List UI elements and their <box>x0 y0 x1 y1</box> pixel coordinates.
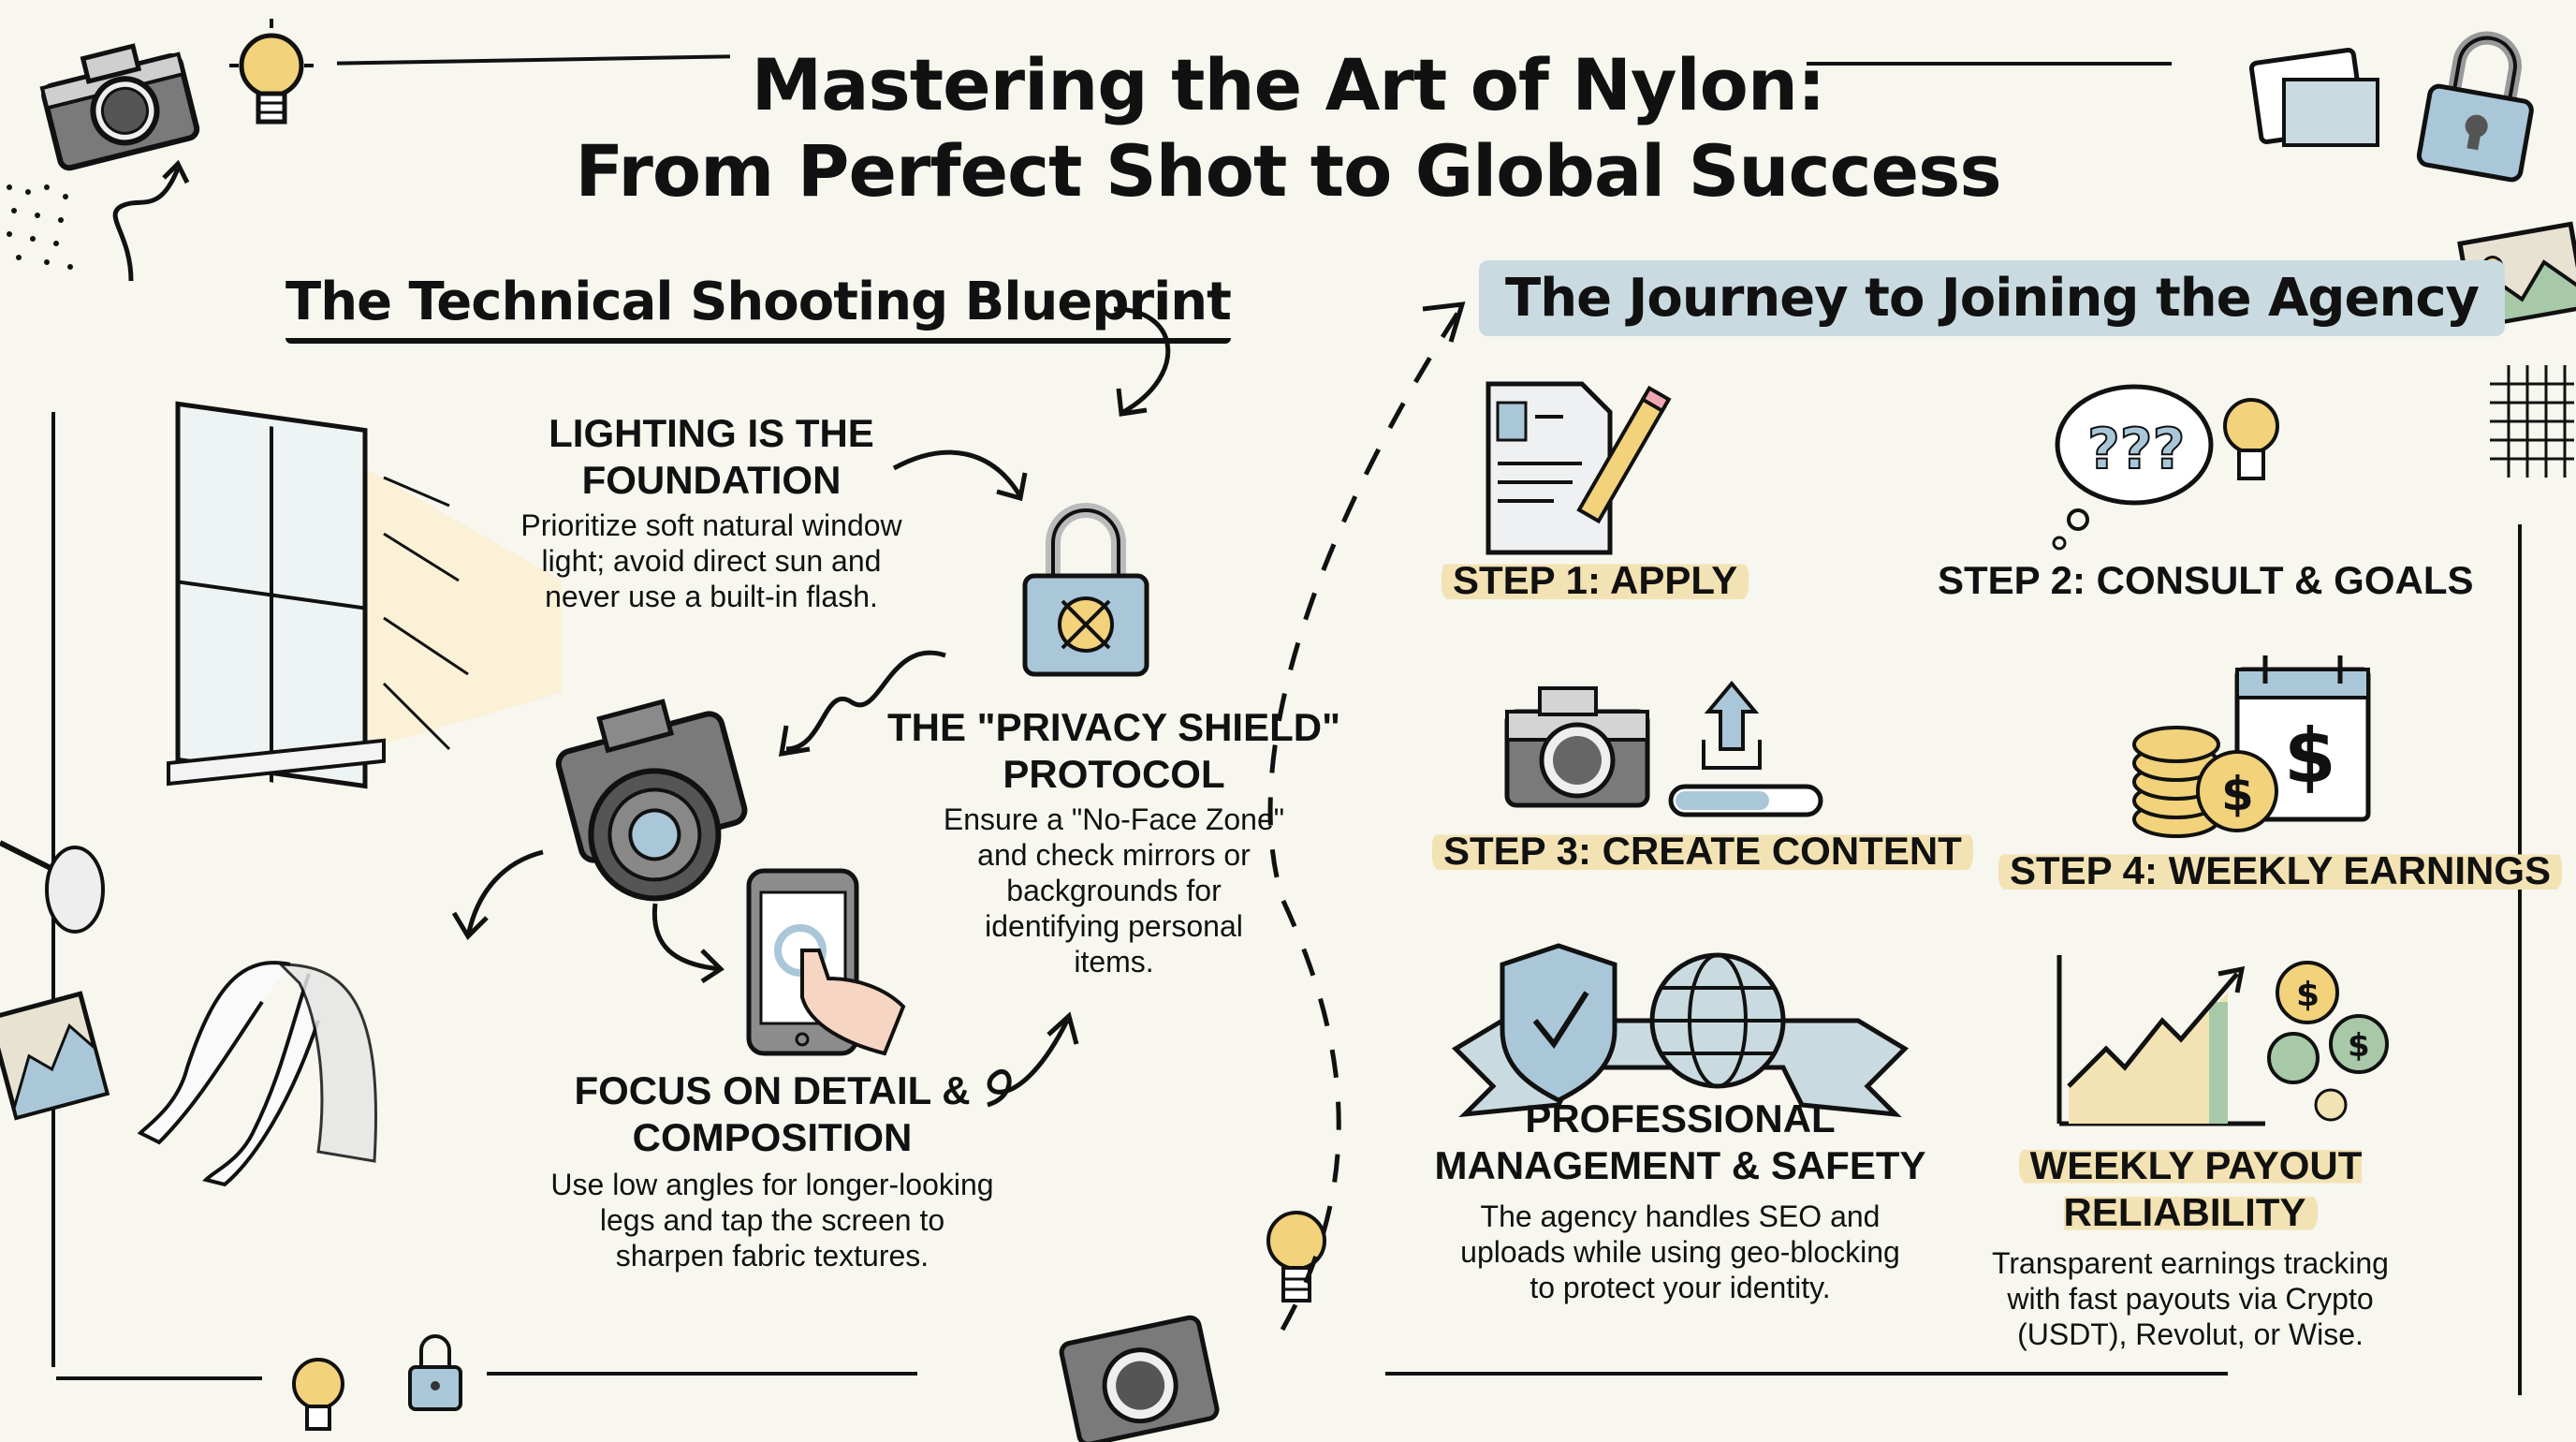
growth-chart-coins-icon: $ $ <box>2050 946 2424 1146</box>
professional-heading: PROFESSIONAL MANAGEMENT & SAFETY <box>1434 1096 1926 1187</box>
pen-doodle-icon <box>0 815 131 949</box>
svg-text:$: $ <box>2348 1027 2370 1065</box>
coins-calendar-icon: $ $ <box>2125 651 2406 842</box>
thought-bubble-lightbulb-icon: ??? <box>2050 370 2293 561</box>
loop-arrow-icon <box>103 159 197 285</box>
squiggle-arrow-icon <box>768 646 955 772</box>
camera-bottom-icon <box>1058 1302 1220 1442</box>
left-section-title: The Technical Shooting Blueprint <box>285 272 1232 344</box>
step-3-label: STEP 3: CREATE CONTENT <box>1432 828 1973 875</box>
lighting-text: Prioritize soft natural window light; av… <box>520 508 902 613</box>
arrow-to-phone-icon <box>646 899 730 987</box>
arrow-to-lock-icon <box>889 440 1030 509</box>
bottom-border-line-mid <box>487 1372 917 1376</box>
crosshatch-doodle-icon <box>2490 365 2574 491</box>
lightbulb-bottom-icon <box>281 1348 356 1442</box>
focus-heading: FOCUS ON DETAIL & COMPOSITION <box>574 1068 971 1159</box>
step-4-label: STEP 4: WEEKLY EARNINGS <box>1998 847 2563 894</box>
folder-icon <box>2237 28 2396 154</box>
privacy-heading: THE "PRIVACY SHIELD" PROTOCOL <box>886 705 1340 796</box>
svg-text:$: $ <box>2296 976 2320 1014</box>
svg-text:$: $ <box>2284 713 2336 800</box>
weekly-payout-block: WEEKLY PAYOUT RELIABILITY Transparent ea… <box>1928 1142 2452 1352</box>
step-1-label: STEP 1: APPLY <box>1442 557 1749 604</box>
privacy-shield-block: THE "PRIVACY SHIELD" PROTOCOL Ensure a "… <box>871 704 1357 979</box>
phone-tap-icon <box>744 866 913 1067</box>
right-section-title: The Journey to Joining the Agency <box>1479 260 2506 336</box>
step-2-label: STEP 2: CONSULT & GOALS <box>1938 558 2474 602</box>
title-line-2: From Perfect Shot to Global Success <box>575 129 2001 213</box>
lighting-heading: LIGHTING IS THE FOUNDATION <box>549 411 874 502</box>
framed-picture-icon <box>0 983 112 1121</box>
bottom-border-line-left <box>56 1376 262 1380</box>
dslr-camera-icon <box>543 693 768 912</box>
window-light-icon <box>167 393 580 790</box>
camera-icon <box>37 37 200 171</box>
bottom-border-line-right <box>1385 1372 2228 1376</box>
lighting-block: LIGHTING IS THE FOUNDATION Prioritize so… <box>449 410 973 614</box>
dashed-journey-arrow-icon <box>1254 290 1479 1343</box>
loop-arrow-up-icon <box>983 1002 1095 1127</box>
padlock-no-face-icon <box>1016 492 1156 683</box>
nylon-legs-illustration <box>131 946 393 1193</box>
arrow-to-legs-icon <box>449 843 552 949</box>
weekly-payout-heading: WEEKLY PAYOUT RELIABILITY <box>1928 1142 2452 1236</box>
curved-arrow-icon <box>1105 300 1189 425</box>
header-line-right <box>1807 62 2172 66</box>
application-form-icon <box>1479 375 1672 566</box>
focus-text: Use low angles for longer-looking legs a… <box>550 1168 994 1273</box>
page-title: Mastering the Art of Nylon: From Perfect… <box>0 42 2576 214</box>
lightbulb-icon <box>225 19 318 144</box>
professional-management-block: PROFESSIONAL MANAGEMENT & SAFETY The age… <box>1413 1096 1947 1305</box>
padlock-icon <box>2415 28 2546 183</box>
dotted-texture-icon <box>0 178 84 285</box>
privacy-text: Ensure a "No-Face Zone" and check mirror… <box>943 802 1285 978</box>
focus-block: FOCUS ON DETAIL & COMPOSITION Use low an… <box>496 1067 1048 1273</box>
padlock-bottom-icon <box>402 1330 468 1418</box>
svg-text:$: $ <box>2221 767 2254 821</box>
shield-globe-icon <box>1446 936 1914 1118</box>
lightbulb-center-icon <box>1254 1199 1339 1333</box>
weekly-payout-text: Transparent earnings tracking with fast … <box>1992 1246 2389 1351</box>
professional-text: The agency handles SEO and uploads while… <box>1460 1199 1900 1304</box>
right-border-line <box>2518 524 2522 1395</box>
title-line-1: Mastering the Art of Nylon: <box>751 43 1826 126</box>
camera-upload-icon <box>1498 674 1835 818</box>
svg-text:???: ??? <box>2087 417 2185 482</box>
